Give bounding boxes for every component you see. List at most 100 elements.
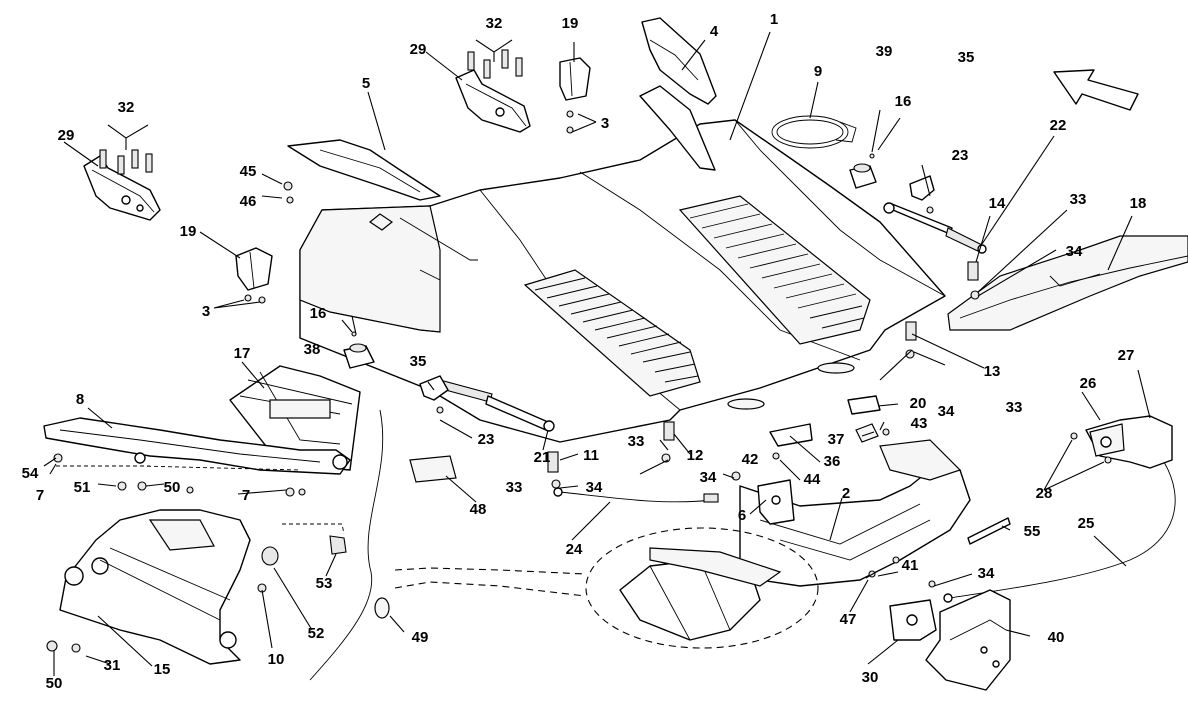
strut-bracket-upper — [909, 175, 935, 201]
callout-22: 22 — [1050, 117, 1067, 134]
callout-11: 11 — [583, 447, 599, 464]
callout-45: 45 — [240, 163, 257, 180]
detail-leader-upper — [394, 567, 586, 575]
bushing-49 — [374, 597, 390, 619]
callout-13: 13 — [984, 363, 1001, 380]
detail-view — [585, 527, 819, 649]
callout-7-center: 7 — [242, 487, 250, 504]
callout-6: 6 — [738, 507, 746, 524]
callout-29-left: 29 — [58, 127, 75, 144]
callout-37: 37 — [828, 431, 845, 448]
latch-bracket-20 — [847, 395, 881, 415]
callout-34-center-upper: 34 — [700, 469, 717, 486]
hinge-block-lower — [235, 247, 273, 291]
leader-lines — [43, 31, 1151, 676]
lock-mounting-bracket — [925, 589, 1011, 691]
callout-50-upper: 50 — [164, 479, 181, 496]
callout-25: 25 — [1078, 515, 1095, 532]
callout-24: 24 — [566, 541, 583, 558]
callout-39: 39 — [876, 43, 893, 60]
callout-32-left: 32 — [118, 99, 135, 116]
callout-labels: 1 2 3 3 4 5 6 7 7 8 9 10 11 12 13 14 15 … — [22, 11, 1147, 692]
callout-47: 47 — [840, 611, 857, 628]
callout-20: 20 — [910, 395, 927, 412]
callout-33-right-upper: 33 — [1070, 191, 1087, 208]
callout-49: 49 — [412, 629, 429, 646]
callout-50-lower: 50 — [46, 675, 63, 692]
callout-3-upper: 3 — [601, 115, 609, 132]
hinge-right-upper — [455, 69, 531, 133]
screw-55 — [967, 517, 1011, 545]
callout-32-right: 32 — [486, 15, 503, 32]
callout-34-right-upper: 34 — [1066, 243, 1083, 260]
callout-34-right-lower: 34 — [938, 403, 955, 420]
callout-44: 44 — [804, 471, 821, 488]
callout-12: 12 — [687, 447, 704, 464]
callout-54: 54 — [22, 465, 39, 482]
pad-48 — [409, 455, 457, 483]
spacer-bushing-52 — [261, 546, 279, 566]
callout-40: 40 — [1048, 629, 1065, 646]
callout-26: 26 — [1080, 375, 1097, 392]
fastener-cluster — [46, 110, 1112, 653]
callout-16-upper: 16 — [895, 93, 912, 110]
callout-29-right: 29 — [410, 41, 427, 58]
side-trim-panel — [947, 235, 1188, 331]
callout-34-center-lower: 34 — [586, 479, 603, 496]
callout-23-lower: 23 — [478, 431, 495, 448]
callout-52: 52 — [308, 625, 325, 642]
callout-55: 55 — [1024, 523, 1041, 540]
callout-33-center-upper: 33 — [628, 433, 645, 450]
callout-10: 10 — [268, 651, 285, 668]
lower-hinge-bracket — [59, 509, 251, 665]
callout-5: 5 — [362, 75, 370, 92]
separator-curve — [309, 409, 384, 681]
callout-36: 36 — [824, 453, 841, 470]
bolt-set-32-left — [99, 149, 153, 175]
callout-28: 28 — [1036, 485, 1053, 502]
callout-18: 18 — [1130, 195, 1147, 212]
callout-7-left: 7 — [36, 487, 44, 504]
direction-arrow-icon — [1053, 69, 1139, 111]
callout-53: 53 — [316, 575, 333, 592]
callout-31: 31 — [104, 657, 121, 674]
callout-51: 51 — [74, 479, 91, 496]
buffer-53 — [329, 535, 347, 555]
release-cable-24 — [553, 487, 719, 503]
callout-17: 17 — [234, 345, 251, 362]
callout-19-lower: 19 — [180, 223, 197, 240]
gas-strut-upper — [883, 202, 987, 254]
callout-34-lock: 34 — [978, 565, 995, 582]
callout-8: 8 — [76, 391, 84, 408]
callout-21: 21 — [534, 449, 551, 466]
callout-41: 41 — [902, 557, 919, 574]
callout-30: 30 — [862, 669, 879, 686]
bolt-set-32-right — [467, 49, 523, 79]
rubber-buffer-39 — [849, 163, 877, 189]
striker-pin-14 — [967, 261, 979, 281]
callout-4: 4 — [710, 23, 719, 40]
rubber-buffer-38 — [343, 343, 375, 369]
air-deflector-left — [287, 139, 441, 201]
callout-9: 9 — [814, 63, 822, 80]
hood-lock — [889, 599, 937, 641]
engine-cover — [299, 85, 946, 443]
callout-35-lower: 35 — [410, 353, 427, 370]
striker-pin-13 — [905, 321, 917, 341]
callout-3-lower: 3 — [202, 303, 210, 320]
dash-guide-53 — [282, 523, 345, 535]
callout-1: 1 — [770, 11, 778, 28]
bracket-36 — [769, 423, 813, 447]
callout-27: 27 — [1118, 347, 1135, 364]
seal-ring — [771, 115, 857, 149]
clip-37 — [855, 423, 879, 443]
callout-42: 42 — [742, 451, 759, 468]
callout-15: 15 — [154, 661, 171, 678]
callout-33-right-lower: 33 — [1006, 399, 1023, 416]
hinge-block-upper — [559, 57, 591, 101]
callout-38: 38 — [304, 341, 321, 358]
striker-pin-11 — [547, 451, 559, 473]
hinge-arm-left — [43, 417, 351, 475]
callout-23-upper: 23 — [952, 147, 969, 164]
